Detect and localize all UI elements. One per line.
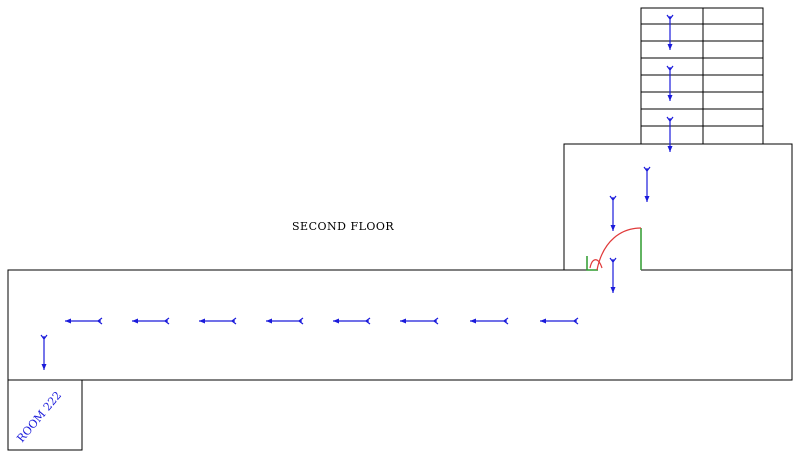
door-leaf — [589, 259, 603, 269]
route-arrow — [266, 317, 304, 325]
arrow-head — [610, 225, 616, 231]
door — [586, 227, 642, 271]
route-arrow — [609, 257, 617, 293]
route-arrow — [40, 334, 48, 370]
arrow-head — [41, 364, 47, 370]
arrow-head — [470, 318, 476, 324]
arrow-head — [266, 318, 272, 324]
arrow-tail — [40, 334, 48, 340]
arrow-head — [65, 318, 71, 324]
arrow-tail — [97, 317, 103, 325]
door-frame-left — [586, 256, 598, 271]
route-arrow — [666, 65, 674, 101]
route-arrow — [400, 317, 439, 325]
arrow-head — [400, 318, 406, 324]
arrow-tail — [609, 257, 617, 263]
room-label: ROOM 222 — [14, 389, 64, 445]
arrow-head — [132, 318, 138, 324]
arrow-head — [199, 318, 205, 324]
arrow-tail — [573, 317, 579, 325]
arrow-tail — [666, 116, 674, 122]
arrow-head — [667, 146, 673, 152]
route-arrow — [333, 317, 371, 325]
floor-label: SECOND FLOOR — [292, 220, 394, 233]
room-222-walls — [7, 380, 83, 451]
route-arrow — [666, 116, 674, 152]
route-arrow — [609, 195, 617, 231]
hallway-walls — [7, 269, 793, 381]
route-arrow — [132, 317, 170, 325]
door-swing — [596, 227, 642, 271]
arrow-tail — [643, 166, 651, 172]
arrow-head — [644, 196, 650, 202]
evacuation-route — [40, 14, 674, 370]
arrow-tail — [365, 317, 371, 325]
route-arrow — [666, 14, 674, 50]
arrow-tail — [164, 317, 170, 325]
stair-outline — [640, 7, 764, 145]
route-arrow — [643, 166, 651, 202]
arrow-head — [667, 95, 673, 101]
hallway — [7, 269, 793, 381]
arrow-tail — [503, 317, 509, 325]
stair-treads — [641, 23, 763, 127]
route-arrow — [540, 317, 579, 325]
arrow-tail — [298, 317, 304, 325]
arrow-head — [540, 318, 546, 324]
room-222: ROOM 222 — [7, 380, 83, 451]
stairwell — [640, 7, 764, 145]
arrow-head — [667, 44, 673, 50]
route-arrow — [65, 317, 103, 325]
arrow-tail — [666, 14, 674, 20]
arrow-head — [333, 318, 339, 324]
route-arrow — [470, 317, 509, 325]
arrow-tail — [231, 317, 237, 325]
landing — [563, 143, 793, 271]
arrow-tail — [666, 65, 674, 71]
arrow-tail — [609, 195, 617, 201]
landing-walls — [563, 143, 793, 271]
route-arrow — [199, 317, 237, 325]
arrow-tail — [433, 317, 439, 325]
arrow-head — [610, 287, 616, 293]
